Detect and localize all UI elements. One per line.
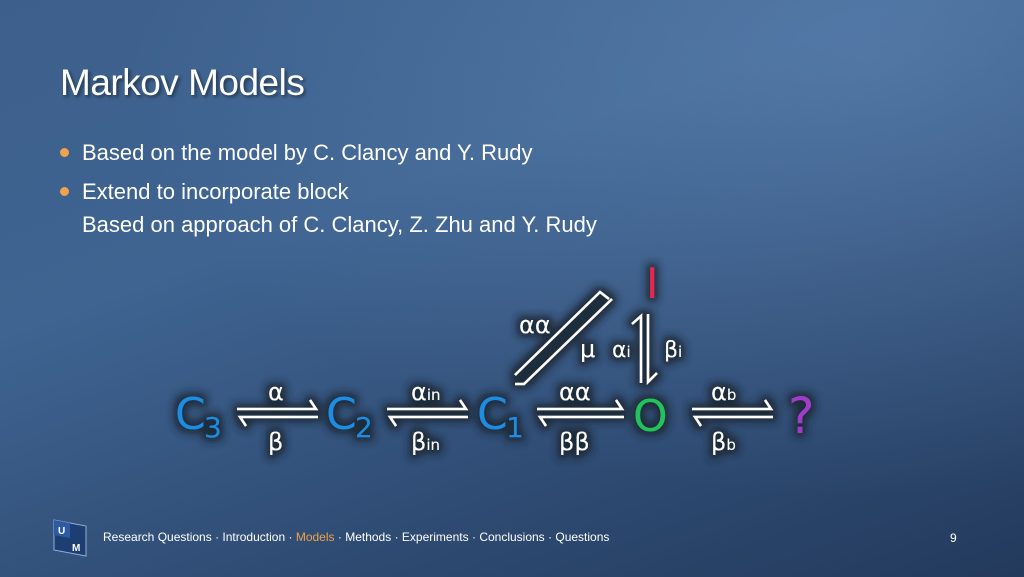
bullet-text: Based on the model by C. Clancy and Y. R… — [82, 140, 533, 165]
rate-o-i-forward: αi — [612, 338, 631, 363]
state-c1-letter: C — [477, 389, 508, 440]
state-question: ? — [788, 387, 815, 445]
nav-item-methods[interactable]: Methods — [345, 530, 392, 544]
bullet-text-continued: Based on approach of C. Clancy, Z. Zhu a… — [82, 212, 597, 237]
rate-c2-c1-forward: αin — [411, 378, 441, 406]
arrow-c2-c1 — [387, 399, 469, 427]
state-c2-letter: C — [326, 389, 357, 440]
nav-item-conclusions[interactable]: Conclusions — [479, 530, 545, 544]
rate-c3-c2-forward: α — [268, 378, 284, 406]
page-number: 9 — [950, 531, 957, 545]
nav-item-introduction[interactable]: Introduction — [222, 530, 286, 544]
arrow-c1-i — [514, 290, 613, 386]
footer-navigation: Research Questions · Introduction · Mode… — [103, 530, 609, 544]
rate-o-q-backward: βb — [711, 428, 736, 456]
arrow-o-q — [692, 399, 774, 427]
rate-o-q-forward: αb — [711, 378, 736, 406]
university-logo: U M — [53, 519, 87, 557]
state-o: O — [633, 391, 668, 442]
arrow-c1-o — [537, 399, 625, 427]
bullet-dot-icon — [60, 148, 69, 157]
state-c1: C 1 — [477, 389, 524, 444]
nav-item-questions[interactable]: Questions — [555, 530, 610, 544]
state-c3-subscript: 3 — [204, 411, 222, 444]
rate-c1-o-forward: αα — [559, 378, 591, 406]
nav-separator: · — [215, 530, 220, 544]
logo-letter-m: M — [72, 543, 80, 554]
nav-separator: · — [394, 530, 399, 544]
state-c2: C 2 — [326, 389, 373, 444]
bullet-item: Based on the model by C. Clancy and Y. R… — [60, 136, 597, 169]
rate-o-i-backward: βi — [664, 338, 682, 363]
arrow-o-i — [631, 313, 658, 386]
nav-separator: · — [288, 530, 293, 544]
rate-c1-o-backward: ββ — [559, 428, 590, 456]
rate-c1-i-backward: μ — [580, 335, 595, 363]
state-c3: C 3 — [175, 389, 222, 444]
arrow-c3-c2 — [237, 399, 319, 427]
rate-c2-c1-backward: βin — [411, 428, 440, 456]
bullet-list: Based on the model by C. Clancy and Y. R… — [60, 136, 597, 247]
state-c2-subscript: 2 — [355, 411, 373, 444]
nav-separator: · — [337, 530, 342, 544]
nav-item-research-questions[interactable]: Research Questions — [103, 530, 212, 544]
state-c3-letter: C — [175, 389, 206, 440]
state-i: I — [646, 259, 658, 308]
logo-letter-u: U — [58, 526, 65, 537]
rate-c3-c2-backward: β — [268, 428, 283, 456]
bullet-dot-icon — [60, 187, 69, 196]
state-c1-subscript: 1 — [506, 411, 524, 444]
nav-item-models[interactable]: Models — [295, 530, 335, 544]
nav-separator: · — [471, 530, 476, 544]
bullet-text: Extend to incorporate block — [82, 179, 349, 204]
bullet-item: Extend to incorporate block Based on app… — [60, 175, 597, 241]
rate-c1-i-forward: αα — [519, 311, 551, 339]
nav-separator: · — [548, 530, 553, 544]
slide-title: Markov Models — [60, 62, 305, 103]
nav-item-experiments[interactable]: Experiments — [401, 530, 469, 544]
